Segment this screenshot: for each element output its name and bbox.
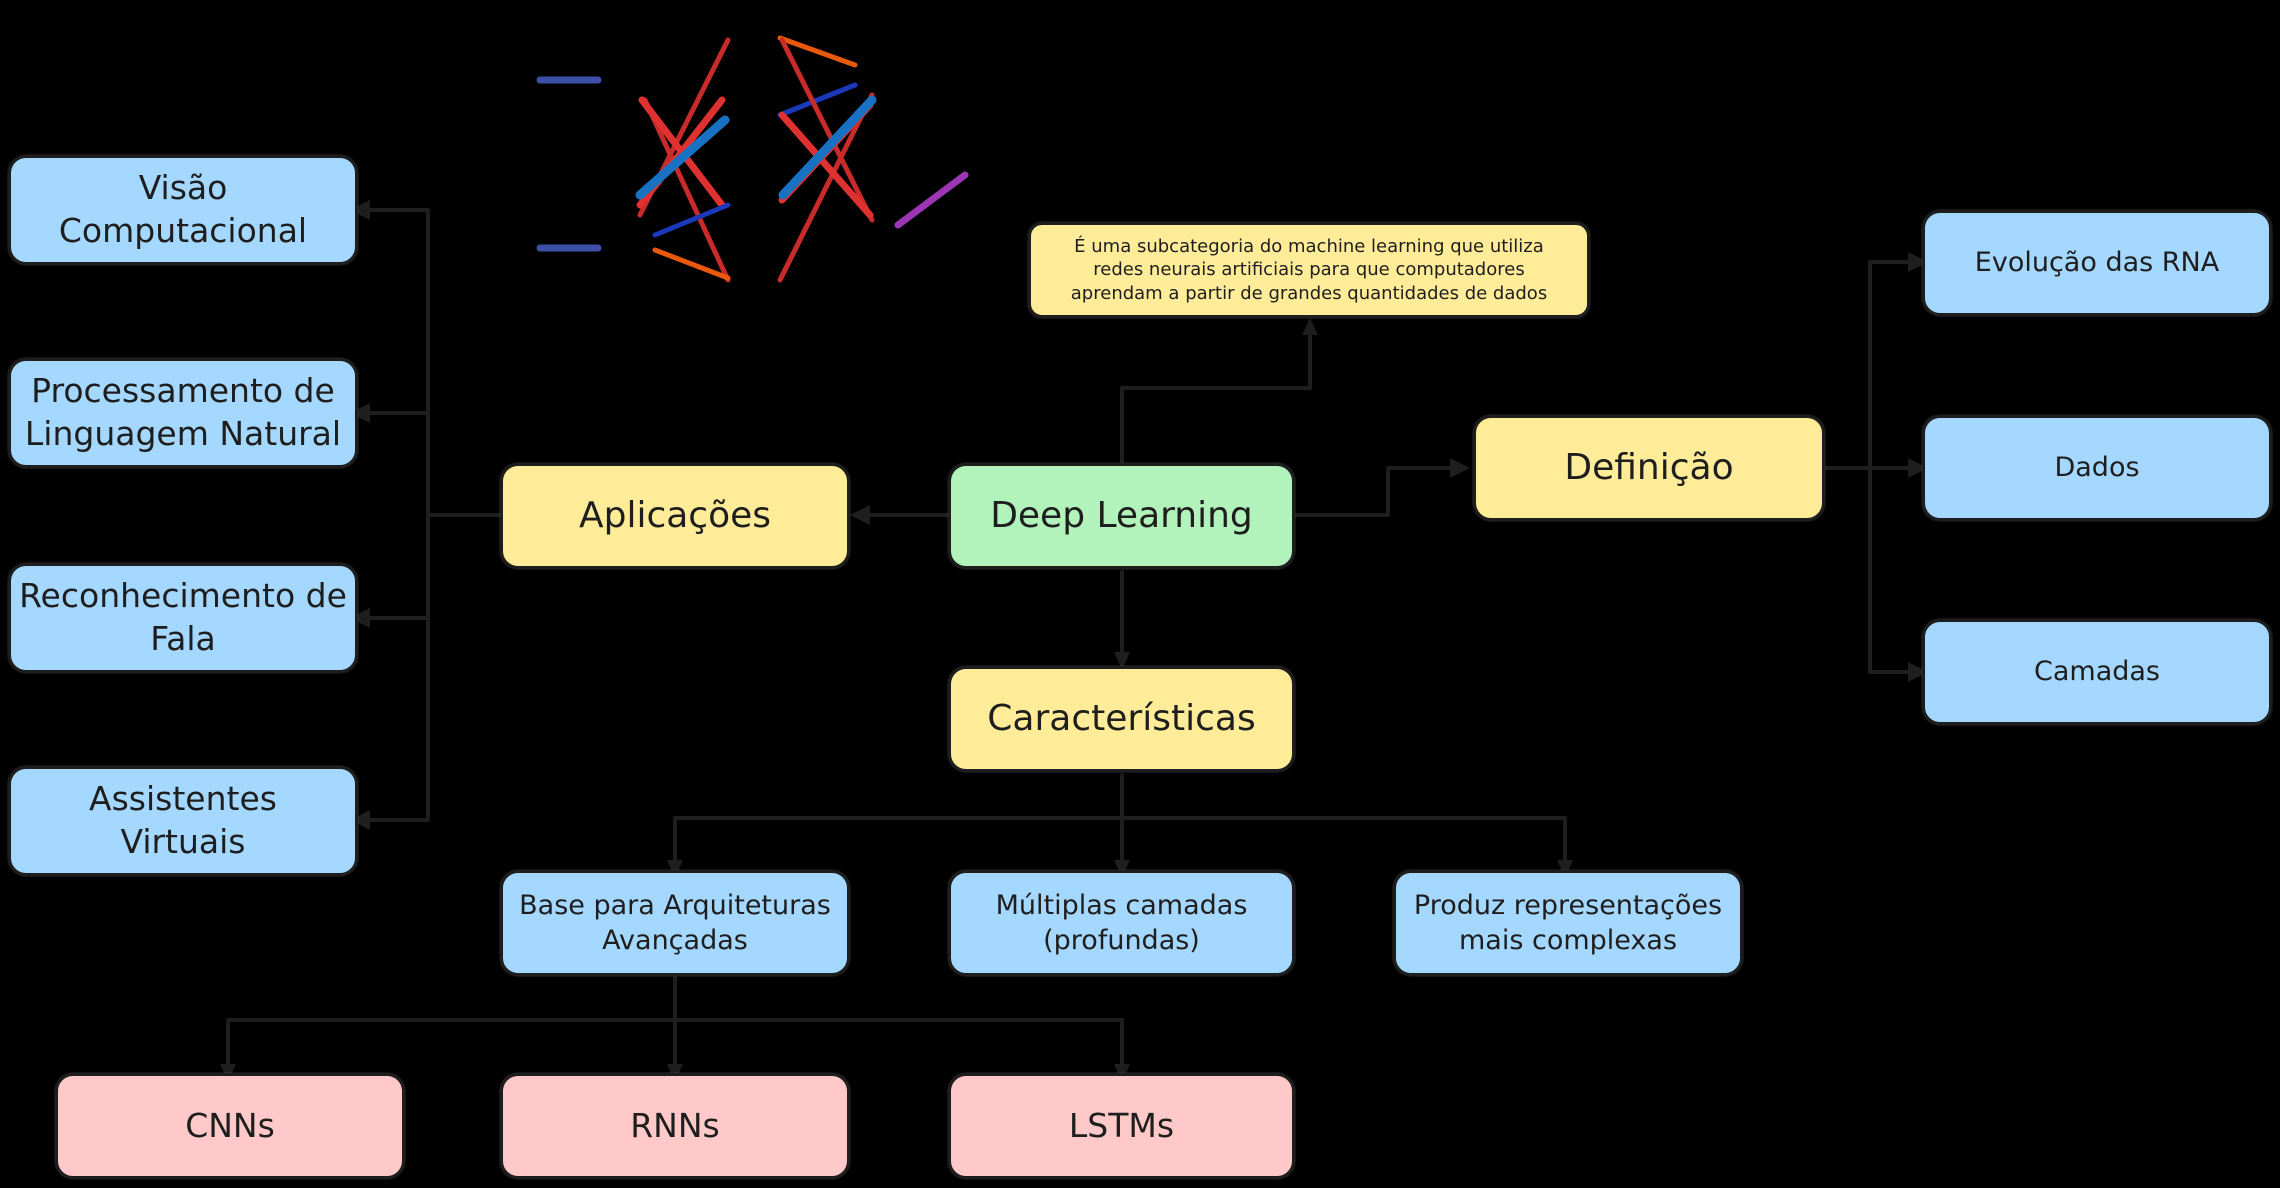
node-cnns[interactable]: CNNs [55,1073,405,1179]
node-camadas[interactable]: Camadas [1922,619,2272,725]
arrowhead [350,200,370,220]
arrowhead [1908,252,1928,272]
node-multiplas-camadas[interactable]: Múltiplas camadas (profundas) [948,870,1295,976]
arrowhead [350,608,370,628]
arrowhead [350,403,370,423]
node-deep-learning-label: Deep Learning [990,494,1253,536]
node-aplicacoes[interactable]: Aplicações [500,463,850,569]
node-lstms-label: LSTMs [1068,1105,1175,1145]
node-definicao-label: Definição [1564,446,1734,488]
connector-aplicacoes-trunk [358,208,502,822]
node-visao-computacional-label: Visão Computacional [58,168,308,250]
arrowhead [1450,458,1470,478]
node-evolucao-rna-label: Evolução das RNA [1974,247,2220,279]
node-deep-learning[interactable]: Deep Learning [948,463,1295,569]
neural-network-sketch-icon [536,35,969,283]
node-definition-note[interactable]: É uma subcategoria do machine learning q… [1028,222,1590,318]
connector-root-definicao [1293,466,1462,517]
node-base-arquiteturas[interactable]: Base para Arquiteturas Avançadas [500,870,850,976]
node-rnns-label: RNNs [630,1105,720,1145]
arrowheads [220,200,1928,1082]
connector-lines [226,208,1920,1074]
node-multiplas-camadas-label: Múltiplas camadas (profundas) [995,889,1248,956]
node-base-arquiteturas-label: Base para Arquiteturas Avançadas [519,889,831,956]
node-dados[interactable]: Dados [1922,415,2272,521]
arrowhead [350,810,370,830]
node-caracteristicas-label: Características [987,697,1256,739]
node-lstms[interactable]: LSTMs [948,1073,1295,1179]
node-representacoes-complexas[interactable]: Produz representações mais complexas [1393,870,1743,976]
node-cnns-label: CNNs [185,1105,275,1145]
node-evolucao-rna[interactable]: Evolução das RNA [1922,210,2272,316]
connector-caracteristicas-branches [673,773,1567,870]
arrowhead [850,505,870,525]
node-reconhecimento-fala[interactable]: Reconhecimento de Fala [8,563,358,673]
arrowhead [667,860,683,878]
node-assistentes-virtuais-label: Assistentes Virtuais [89,779,277,861]
arrowhead [1908,662,1928,682]
arrowhead [1557,860,1573,878]
node-visao-computacional[interactable]: Visão Computacional [8,155,358,265]
connector-arquiteturas-branches [226,976,1124,1074]
arrowhead [1302,318,1318,335]
node-camadas-label: Camadas [2034,656,2160,688]
connector-definicao-trunk [1823,260,1920,674]
node-reconhecimento-fala-label: Reconhecimento de Fala [19,576,347,658]
node-caracteristicas[interactable]: Características [948,666,1295,772]
node-dados-label: Dados [2054,452,2140,484]
node-rnns[interactable]: RNNs [500,1073,850,1179]
node-aplicacoes-label: Aplicações [578,494,772,536]
node-processamento-linguagem[interactable]: Processamento de Linguagem Natural [8,358,358,468]
node-definition-note-text: É uma subcategoria do machine learning q… [1070,235,1548,304]
arrowhead [1114,652,1130,670]
node-definicao[interactable]: Definição [1473,415,1825,521]
arrowhead [1908,458,1928,478]
node-representacoes-complexas-label: Produz representações mais complexas [1413,889,1723,956]
node-processamento-linguagem-label: Processamento de Linguagem Natural [24,371,342,453]
node-assistentes-virtuais[interactable]: Assistentes Virtuais [8,766,358,876]
connector-root-note [1120,328,1312,464]
arrowhead [1114,860,1130,878]
